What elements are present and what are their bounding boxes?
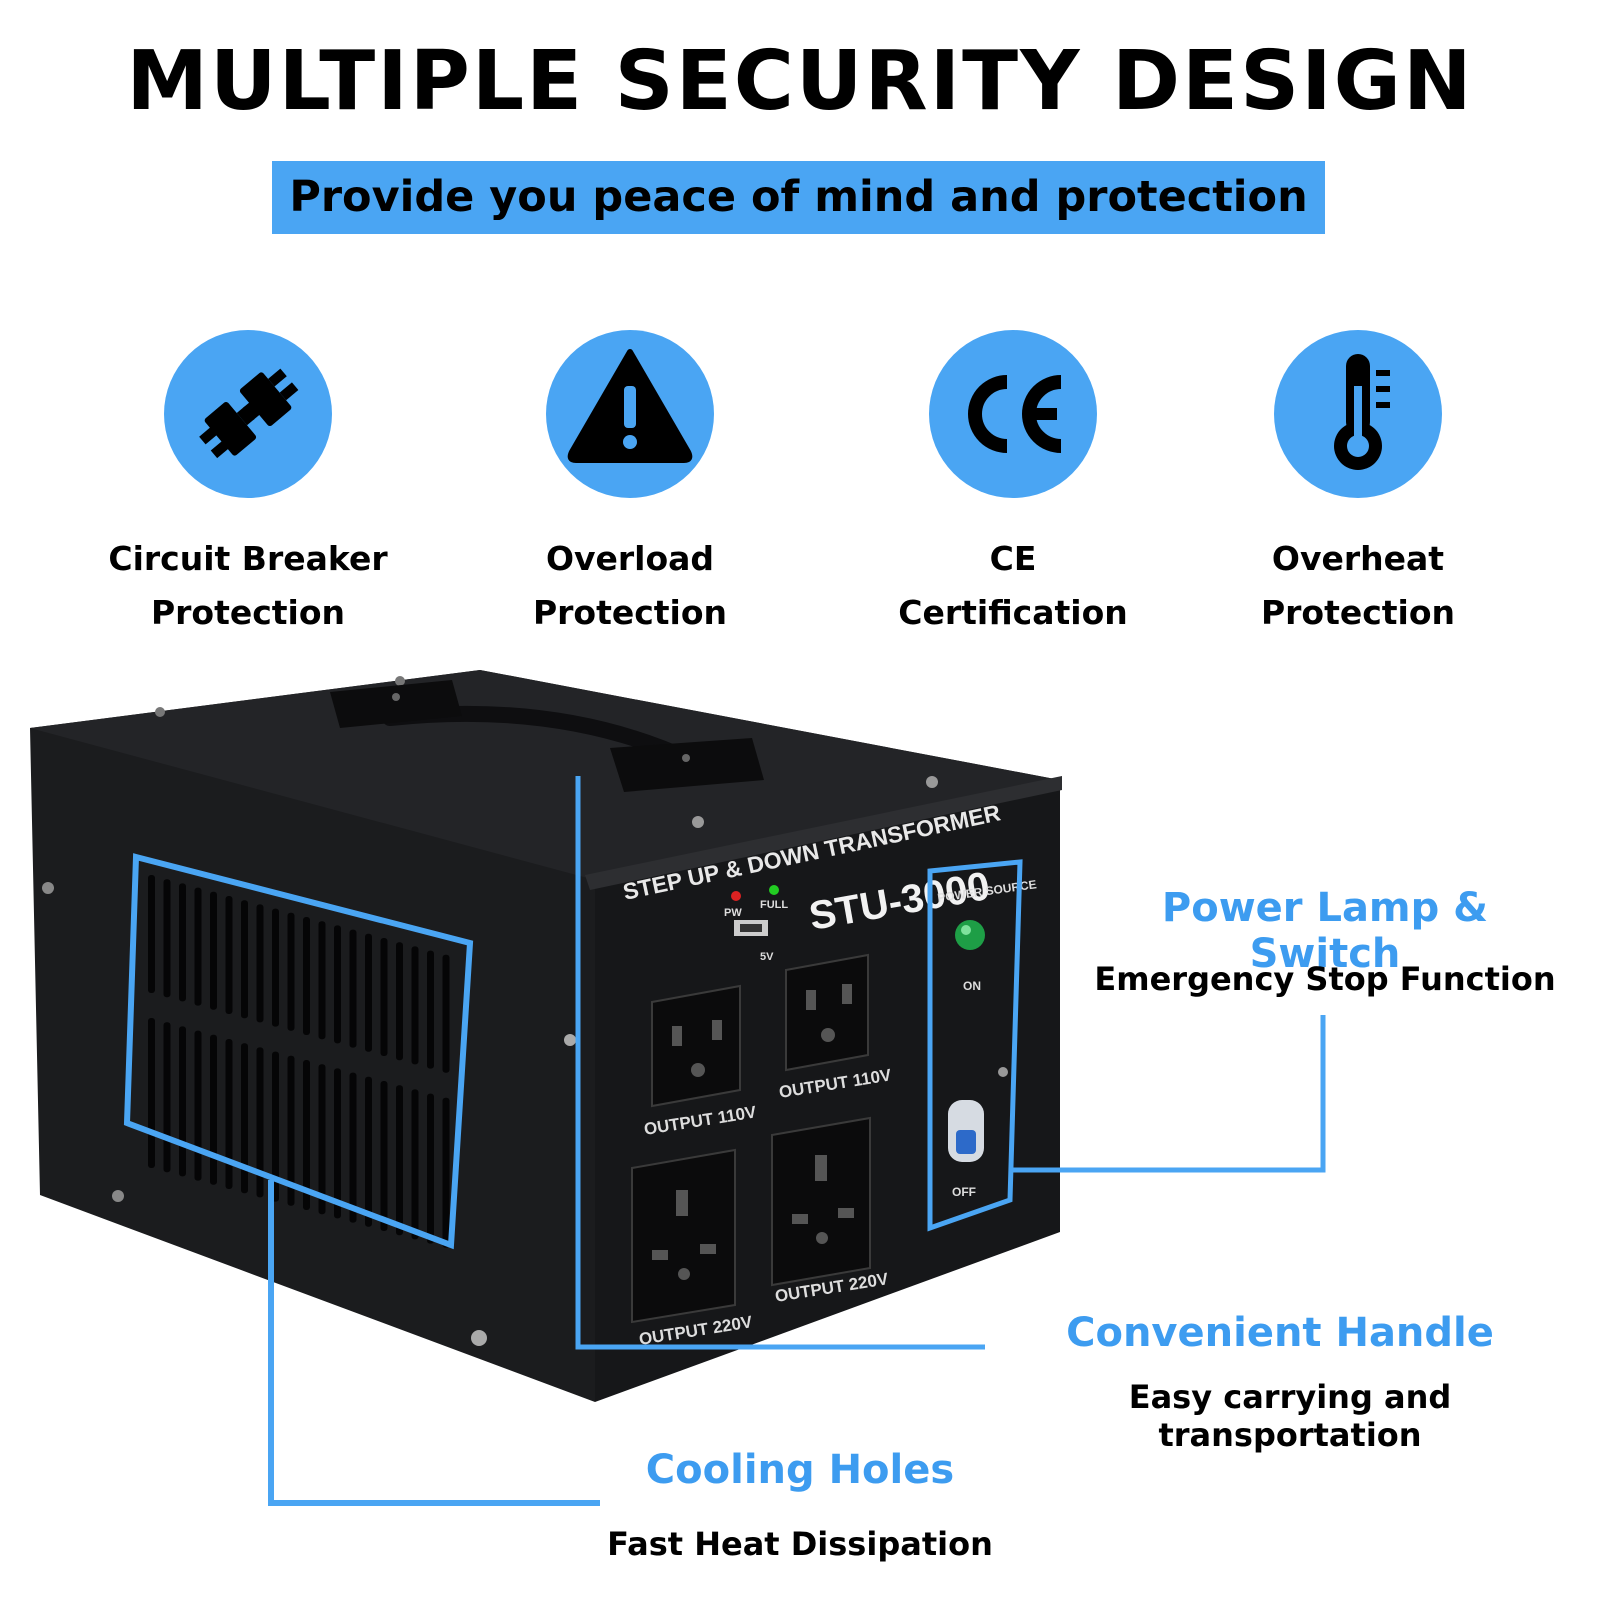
screw <box>112 1190 124 1202</box>
page-title: MULTIPLE SECURITY DESIGN <box>126 34 1474 129</box>
vent-slot <box>287 1055 295 1206</box>
warning-icon <box>546 330 714 498</box>
screw <box>471 1330 487 1346</box>
pw-indicator-icon <box>731 891 741 901</box>
handle-mount-right <box>610 738 764 792</box>
feature-label-line1: Overheat <box>1271 539 1445 578</box>
screw <box>42 882 54 894</box>
vent-slot <box>194 1030 202 1181</box>
vent-slot <box>380 938 388 1056</box>
vent-slot <box>256 904 264 1023</box>
cooling-callout-title: Cooling Holes <box>645 1447 955 1493</box>
vent-slot <box>303 917 310 1035</box>
feature-label-line2: Protection <box>1260 593 1456 632</box>
power-leader-line <box>1012 1015 1326 1173</box>
handle-mount-left <box>330 680 462 728</box>
cooling-highlight-box <box>123 853 474 1250</box>
feature-label-line1: Overload <box>545 539 715 578</box>
vent-slot <box>349 929 357 1048</box>
vent-slot <box>241 1043 248 1194</box>
feature-ce: CE Certification <box>843 330 1183 640</box>
vent-slot <box>318 921 326 1040</box>
outlet-220v-right <box>771 1116 871 1287</box>
vent-slot <box>349 1072 357 1223</box>
feature-label-line1: CE <box>989 539 1037 578</box>
vent-slot <box>442 954 450 1073</box>
subtitle-banner: Provide you peace of mind and protection <box>272 161 1325 234</box>
on-label: ON <box>963 979 981 993</box>
vent-slot <box>442 1097 450 1248</box>
vent-slot <box>380 1081 388 1231</box>
power-highlight-box <box>927 859 1023 1232</box>
device-side-panel <box>30 670 1060 1402</box>
vent-slot <box>427 1093 434 1244</box>
vent-slot <box>225 1039 233 1189</box>
vent-slot <box>365 933 372 1052</box>
cooling-callout-sub: Fast Heat Dissipation <box>607 1525 993 1563</box>
outlet-110v-right <box>785 953 869 1072</box>
device-top-panel <box>30 670 1060 880</box>
vent-slot <box>179 1026 186 1177</box>
screw <box>395 676 405 686</box>
vent-slot <box>179 883 186 1002</box>
vent-slot <box>272 1051 279 1202</box>
vent-slot <box>287 912 295 1031</box>
usb-label: 5V <box>760 951 774 963</box>
handle-callout-title: Convenient Handle <box>1066 1310 1494 1356</box>
vent-slot <box>163 1022 171 1173</box>
feature-label-line1: Circuit Breaker <box>108 539 388 578</box>
vent-slot <box>411 946 419 1065</box>
full-indicator-icon <box>769 885 779 895</box>
handle-callout-sub: Easy carrying and transportation <box>1128 1378 1452 1454</box>
vent-slot <box>365 1076 372 1227</box>
screw <box>564 1034 576 1046</box>
feature-circuit-breaker: Circuit Breaker Protection <box>78 330 418 640</box>
pw-label: PW <box>724 907 742 919</box>
cooling-vents <box>148 875 450 1248</box>
vent-slot <box>148 875 155 993</box>
screw <box>692 816 704 828</box>
screw <box>998 1067 1008 1077</box>
feature-overload: Overload Protection <box>460 330 800 640</box>
feature-label-line2: Protection <box>150 593 346 632</box>
full-label: FULL <box>760 899 788 911</box>
feature-label-line2: Protection <box>532 593 728 632</box>
screw <box>155 707 165 717</box>
vent-slot <box>411 1089 419 1240</box>
vent-slot <box>334 1068 341 1219</box>
vent-slot <box>163 879 171 998</box>
vent-slot <box>148 1018 155 1168</box>
vent-slot <box>210 1034 217 1185</box>
vent-slot <box>396 1085 403 1236</box>
power-callout-sub: Emergency Stop Function <box>1094 960 1556 998</box>
power-callout-title: Power Lamp & Switch <box>1161 885 1489 977</box>
ce-mark-icon <box>929 330 1097 498</box>
vent-slot <box>427 950 434 1069</box>
vent-slot <box>241 900 248 1019</box>
feature-overheat: Overheat Protection <box>1188 330 1528 640</box>
vent-slot <box>210 891 217 1010</box>
thermometer-icon <box>1274 330 1442 498</box>
cooling-leader-line <box>268 1180 600 1506</box>
vent-slot <box>396 942 403 1061</box>
power-lamp-icon <box>955 920 985 950</box>
vent-slot <box>194 887 202 1006</box>
feature-label-line2: Certification <box>898 593 1128 632</box>
vent-slot <box>303 1060 310 1210</box>
plug-icon <box>164 330 332 498</box>
vent-slot <box>256 1047 264 1198</box>
vent-slot <box>272 908 279 1027</box>
handle-leader-line <box>575 776 985 1350</box>
vent-slot <box>334 925 341 1044</box>
off-label: OFF <box>952 1185 976 1199</box>
screw <box>926 776 938 788</box>
vent-slot <box>318 1064 326 1215</box>
subtitle-text: Provide you peace of mind and protection <box>289 172 1308 222</box>
outlet-220v-left <box>631 1148 736 1324</box>
outlet-110v-left <box>651 984 741 1108</box>
vent-slot <box>225 896 233 1014</box>
